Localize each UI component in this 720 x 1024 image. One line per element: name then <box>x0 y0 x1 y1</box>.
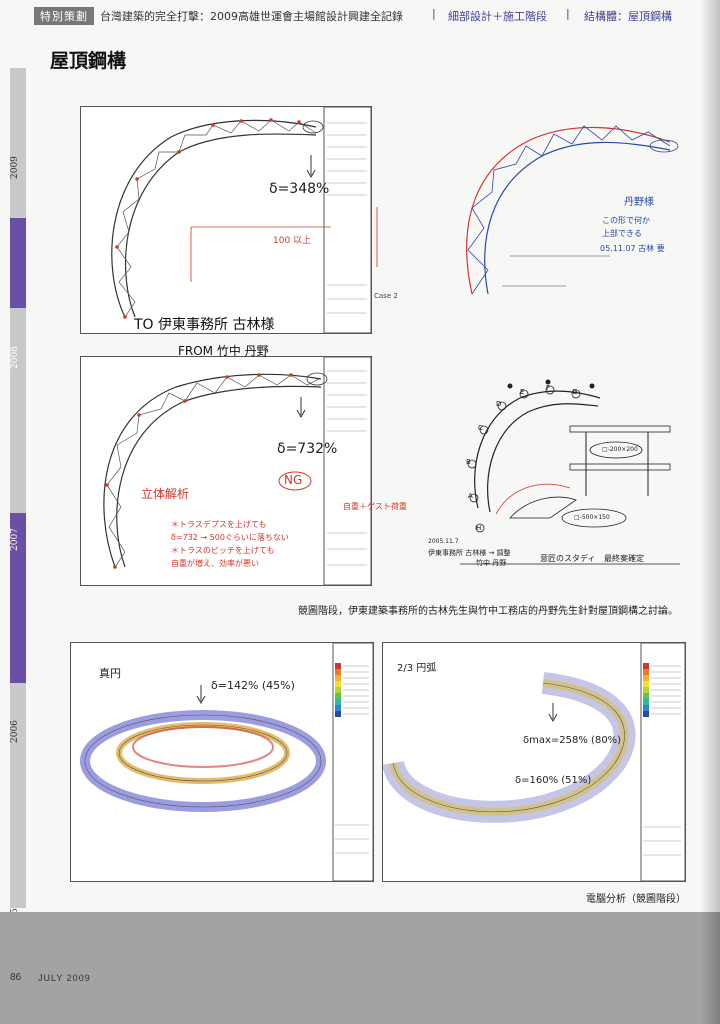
issue-date: JULY 2009 <box>38 973 91 983</box>
case-label: Case 2 <box>374 292 398 300</box>
deflection-note: δ=142% (45%) <box>211 679 295 692</box>
color-scale <box>335 663 341 717</box>
red-note-line: 自重が増え、効率が悪い <box>171 559 259 568</box>
deflection-note: δ=732% <box>277 441 338 457</box>
fem-panel-full-ring: 真円 δ=142% (45%) <box>70 642 374 882</box>
colored-arch-sketch <box>466 125 679 295</box>
panel-label: 真円 <box>99 667 121 680</box>
panel-label: 2/3 円弧 <box>397 663 437 674</box>
analysis-note: 立体解析 <box>141 487 190 501</box>
truss-arch-drawing <box>111 106 378 334</box>
deflection-note: δ=348% <box>269 181 330 197</box>
node-label: D <box>496 400 502 408</box>
side-note: 自重＋ゲスト荷重 <box>343 502 407 511</box>
analysis-sheet-2: δ=732% NG 立体解析 ＊トラスデプスを上げても δ=732 → 500ぐ… <box>80 356 407 586</box>
node-label: A <box>468 492 473 500</box>
timeline-year: 2006 <box>10 720 20 744</box>
dimension-note: □-200×200 <box>602 446 638 453</box>
page-number: 86 <box>10 972 22 983</box>
node-label: E <box>520 388 525 396</box>
red-note-line: ＊トラスのピッチを上げても <box>171 546 275 555</box>
sketch-note: 伊東事務所 古林様 → 調整 <box>428 549 511 557</box>
header-separator: | <box>432 7 436 20</box>
timeline-year: 2009 <box>10 156 20 180</box>
timeline-segment <box>10 513 26 683</box>
red-note-line: δ=732 → 500ぐらいに落ちない <box>171 533 289 542</box>
sketch-note: 竹中 丹野 <box>476 559 507 567</box>
sketch-note: 最終案確定 <box>604 554 644 563</box>
date-note: 2005.11.7 <box>428 538 459 545</box>
sketch-note: 05.11.07 古林 要 <box>600 244 665 253</box>
node-label: B <box>466 458 471 466</box>
header-subsection: 結構體：屋頂鋼構 <box>584 10 672 23</box>
deflection-note: δ=160% (51%) <box>515 775 592 786</box>
dimension-note: □-500×150 <box>574 514 610 521</box>
header-title: 台灣建築的完全打擊：2009高雄世運會主場館設計興建全記錄 <box>100 10 403 23</box>
header-section: 細部設計＋施工階段 <box>448 10 547 23</box>
fem-panel-arc: 2/3 円弧 δmax=258% (80%) δ=160% (51%) <box>382 642 686 882</box>
node-label: H <box>476 524 482 532</box>
sketch-note: この形で何か <box>602 216 650 225</box>
handwritten-from-note: FROM 竹中 丹野 <box>178 344 269 358</box>
arc-mesh-drawing <box>382 642 686 882</box>
node-label: C <box>478 424 483 432</box>
sketch-note: 上部できる <box>602 229 642 238</box>
running-header: 特別策劃 台灣建築的完全打擊：2009高雄世運會主場館設計興建全記錄 | 細部設… <box>0 0 720 30</box>
binding-shadow <box>700 0 720 1024</box>
page-title: 屋頂鋼構 <box>50 50 127 72</box>
timeline-strip <box>10 68 26 908</box>
ring-mesh-drawing <box>80 642 374 882</box>
section-detail-sketch <box>460 379 680 565</box>
figure-caption: 競圖階段，伊東建築事務所的古林先生與竹中工務店的丹野先生針對屋頂鋼構之討論。 <box>298 606 678 617</box>
handwritten-to-note: TO 伊東事務所 古林様 <box>134 317 275 333</box>
section-tag: 特別策劃 <box>34 7 94 25</box>
timeline-year: 2008 <box>10 346 20 370</box>
red-note-line: ＊トラスデプスを上げても <box>171 520 267 529</box>
node-label: F <box>546 384 551 392</box>
sketch-note: 丹野様 <box>624 197 654 208</box>
timeline-year: 2007 <box>10 528 20 552</box>
analysis-sheet-1: δ=348% 100 以上 <box>80 106 378 334</box>
figure-caption: 電腦分析（競圖階段） <box>586 894 686 905</box>
node-label: G <box>572 388 578 396</box>
sketch-note: 意匠のスタディ <box>540 554 596 563</box>
header-separator: | <box>566 7 570 20</box>
annotation-note: 100 以上 <box>273 236 312 246</box>
color-scale <box>643 663 649 717</box>
deflection-note: δmax=258% (80%) <box>523 735 622 746</box>
ng-mark: NG <box>284 473 303 487</box>
truss-arch-drawing <box>103 356 372 586</box>
footer-band <box>0 912 720 1024</box>
timeline-segment <box>10 218 26 308</box>
